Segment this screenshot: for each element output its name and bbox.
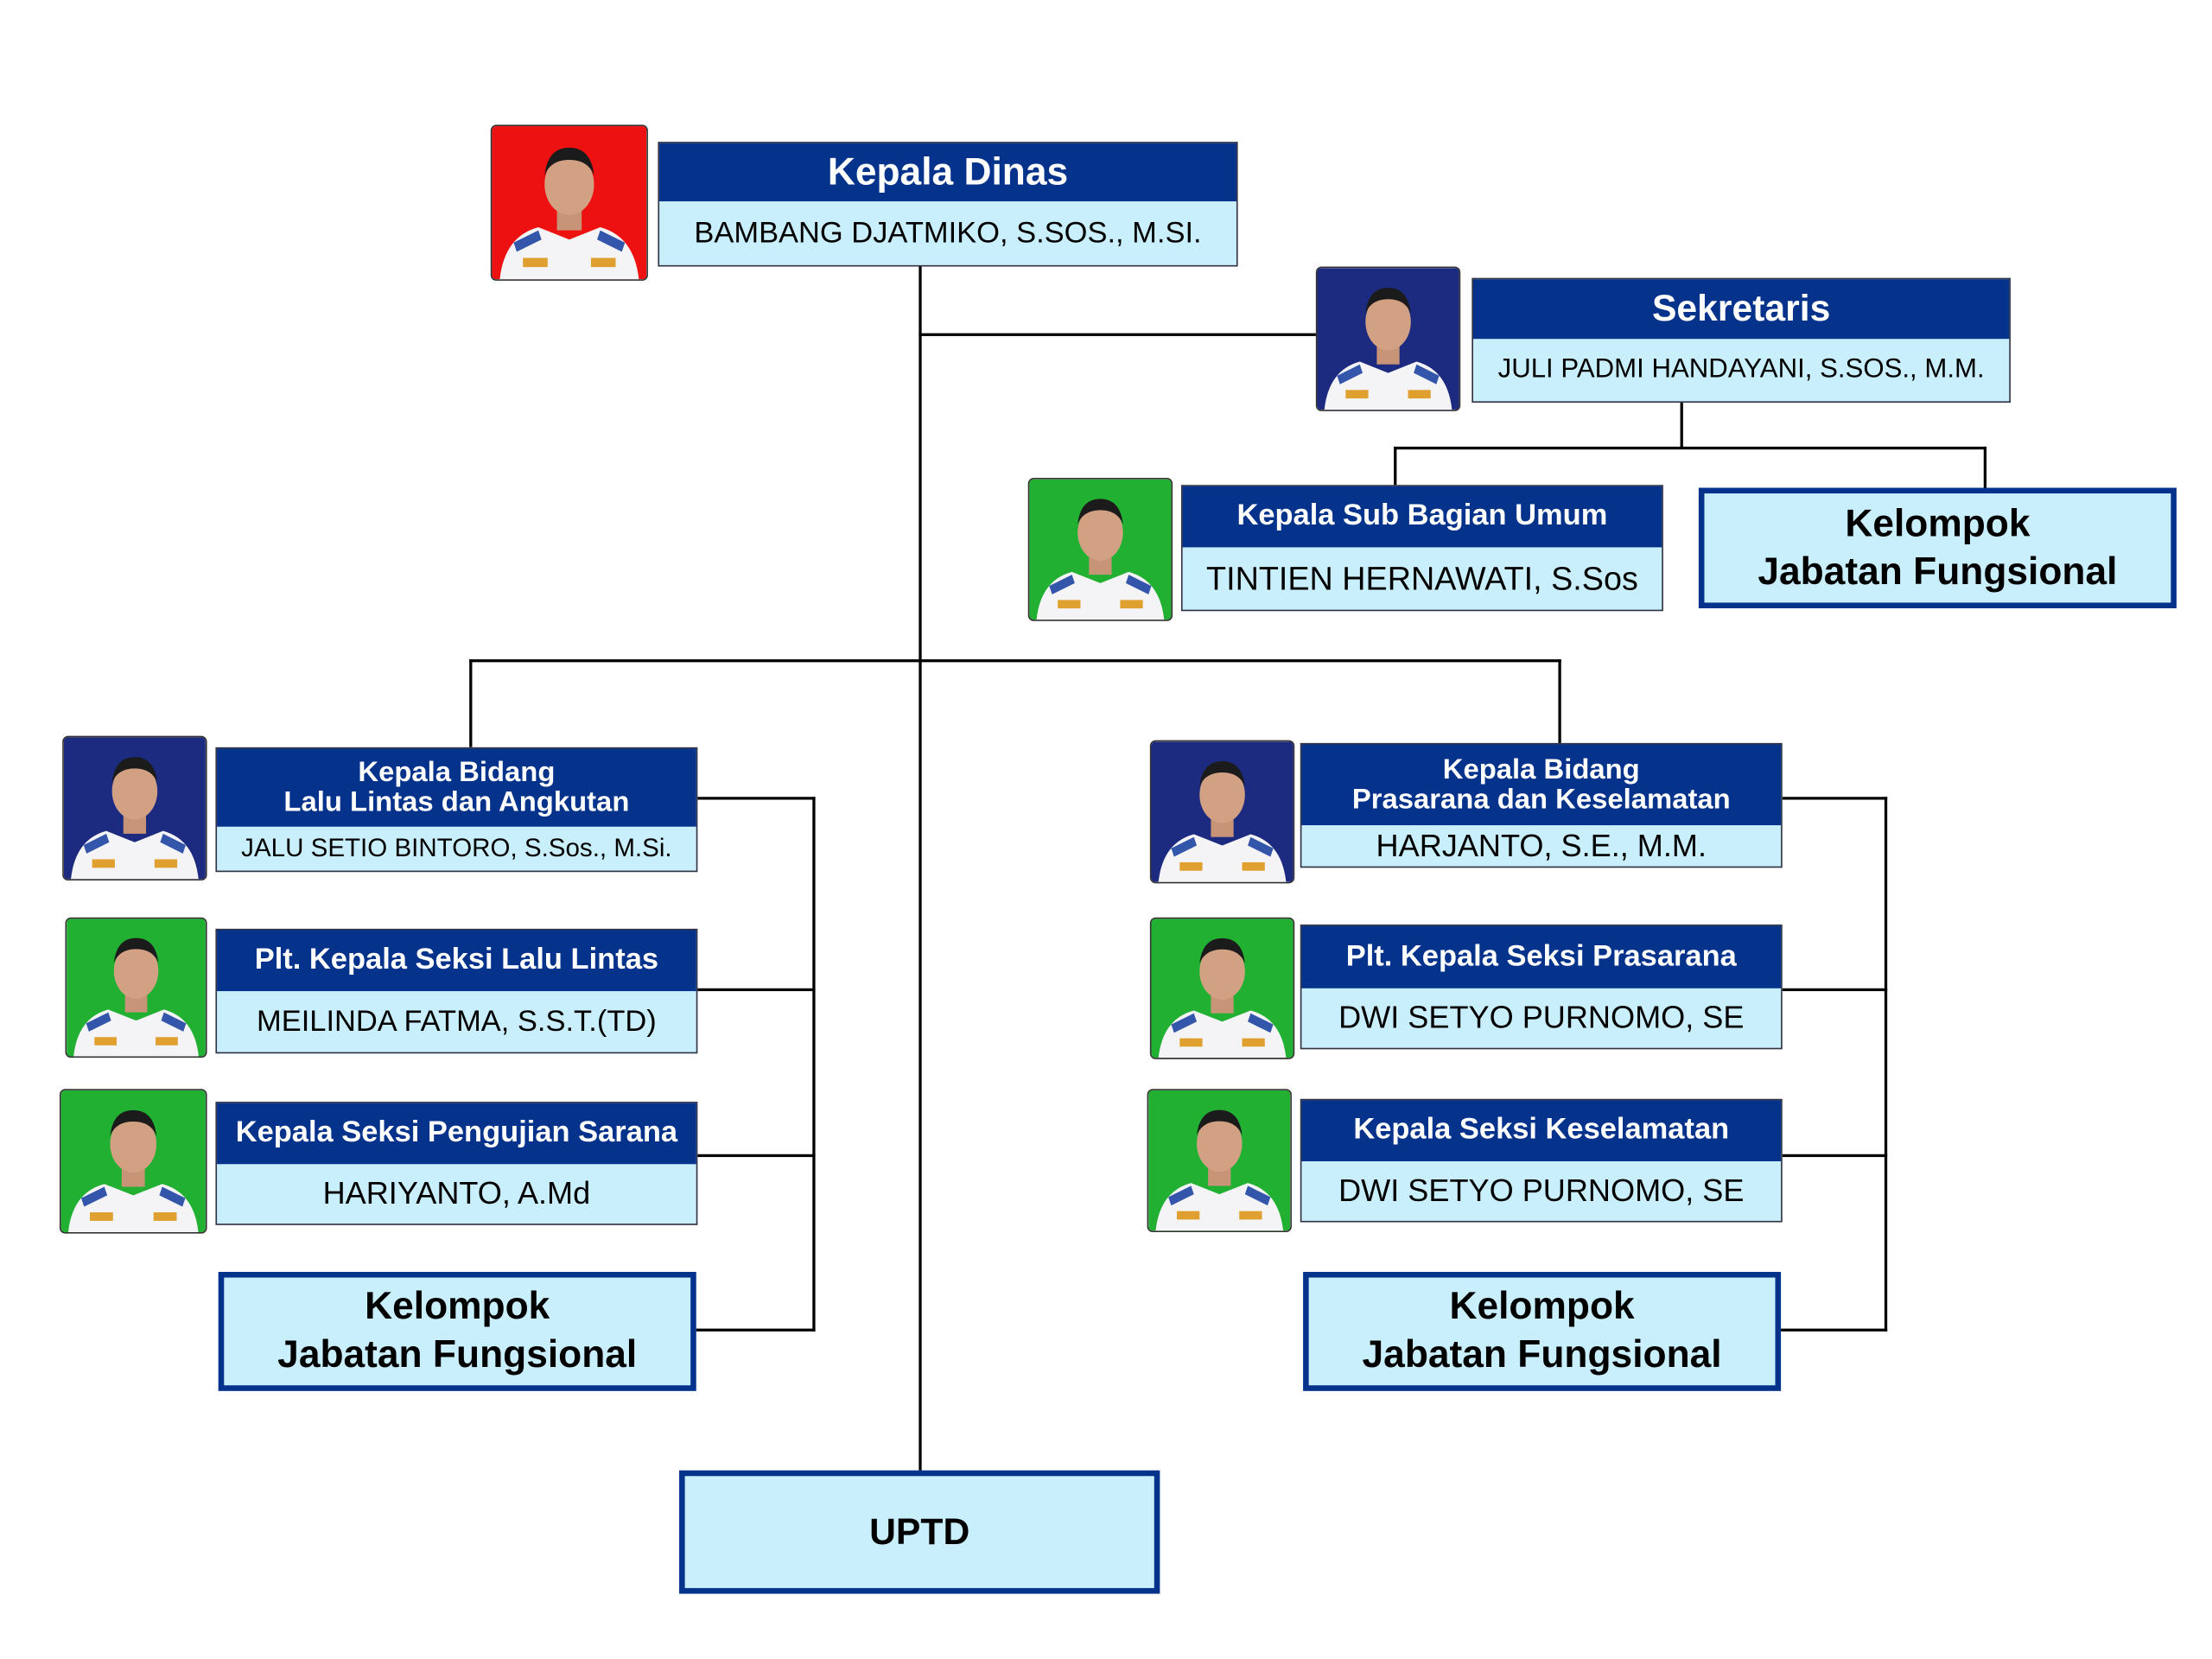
connector-line <box>469 659 473 747</box>
card-kasubag-umum: Kepala Sub Bagian Umum TINTIEN HERNAWATI… <box>1180 485 1663 612</box>
connector-line <box>918 266 922 1472</box>
connector-line <box>918 333 1316 336</box>
card-kasi-lalu-lintas: Plt. Kepala Seksi Lalu Lintas MEILINDA F… <box>215 928 698 1054</box>
card-title: Plt. Kepala Seksi Prasarana <box>1301 925 1782 988</box>
person-portrait-icon <box>1029 479 1172 620</box>
person-portrait-icon <box>1148 1090 1291 1231</box>
card-kasi-prasarana: Plt. Kepala Seksi Prasarana DWI SETYO PU… <box>1300 924 1783 1050</box>
card-title: Kepala Dinas <box>659 143 1236 202</box>
card-name: HARJANTO, S.E., M.M. <box>1376 827 1707 863</box>
connector-line <box>1884 797 1888 1332</box>
connector-line <box>1782 1154 1888 1158</box>
card-kasi-keselamatan: Kepala Seksi Keselamatan DWI SETYO PURNO… <box>1300 1098 1783 1223</box>
title-line: Prasarana dan Keselamatan <box>1351 783 1731 815</box>
card-name: DWI SETYO PURNOMO, SE <box>1338 999 1745 1035</box>
person-portrait-icon <box>67 918 206 1057</box>
connector-line <box>697 1154 816 1158</box>
person-portrait-icon <box>60 1090 206 1233</box>
card-name: JALU SETIO BINTORO, S.Sos., M.Si. <box>241 833 672 862</box>
photo-kasi-prasarana <box>1149 917 1295 1059</box>
person-portrait-icon <box>1151 741 1294 882</box>
connector-line <box>1558 659 1561 745</box>
group-line: Jabatan Fungsional <box>277 1332 638 1376</box>
connector-line <box>1782 988 1888 992</box>
card-title: Sekretaris <box>1472 279 2010 340</box>
connector-line <box>1394 446 1397 486</box>
card-name: HARIYANTO, A.Md <box>322 1175 591 1211</box>
card-title: Kepala Sub Bagian Umum <box>1182 486 1662 548</box>
person-portrait-icon <box>1317 268 1459 410</box>
card-name: BAMBANG DJATMIKO, S.SOS., M.SI. <box>694 216 1202 249</box>
photo-kabid-prasarana <box>1149 740 1295 884</box>
connector-line <box>1782 797 1888 800</box>
photo-kasi-keselamatan <box>1147 1089 1292 1233</box>
card-kasi-pengujian: Kepala Seksi Pengujian Sarana HARIYANTO,… <box>215 1102 698 1225</box>
photo-sekretaris <box>1315 266 1461 411</box>
group-line: Jabatan Fungsional <box>1758 549 2118 593</box>
photo-kasubag-umum <box>1027 478 1173 621</box>
title-line: Kepala Bidang <box>1442 753 1640 785</box>
group-line: Kelompok <box>365 1285 550 1328</box>
photo-kasi-pengujian <box>59 1089 207 1234</box>
person-portrait-icon <box>1151 918 1294 1058</box>
connector-line <box>1779 1328 1888 1332</box>
connector-line <box>695 1328 816 1332</box>
card-kepala-dinas: Kepala Dinas BAMBANG DJATMIKO, S.SOS., M… <box>658 142 1238 267</box>
connector-line <box>697 988 816 992</box>
person-portrait-icon <box>63 737 206 880</box>
card-name: TINTIEN HERNAWATI, S.Sos <box>1206 559 1638 597</box>
connector-line <box>697 797 816 800</box>
card-name: MEILINDA FATMA, S.S.T.(TD) <box>257 1004 657 1038</box>
card-title: Kepala Seksi Pengujian Sarana <box>217 1103 696 1165</box>
photo-kasi-lalu-lintas <box>65 917 207 1058</box>
card-name: DWI SETYO PURNOMO, SE <box>1338 1173 1745 1209</box>
connector-line <box>469 659 1561 663</box>
title-line: Lalu Lintas dan Angkutan <box>283 785 630 818</box>
card-name: JULI PADMI HANDAYANI, S.SOS., M.M. <box>1497 354 1985 385</box>
group-line: Jabatan Fungsional <box>1362 1332 1722 1376</box>
person-portrait-icon <box>492 126 647 280</box>
card-title: Plt. Kepala Seksi Lalu Lintas <box>217 930 696 992</box>
group-line: Kelompok <box>1845 501 2031 544</box>
connector-line <box>1680 403 1683 448</box>
photo-kabid-lalu-lintas <box>62 735 207 881</box>
card-title: Kepala Seksi Keselamatan <box>1301 1100 1782 1161</box>
connector-line <box>812 797 816 1332</box>
uptd-box: UPTD <box>679 1470 1160 1594</box>
photo-kepala-dinas <box>490 124 648 281</box>
connector-line <box>1983 446 1987 488</box>
title-line: Kepala Bidang <box>358 756 556 788</box>
card-sekretaris: Sekretaris JULI PADMI HANDAYANI, S.SOS.,… <box>1471 277 2011 404</box>
group-line: Kelompok <box>1449 1285 1635 1328</box>
connector-line <box>1394 446 1987 450</box>
